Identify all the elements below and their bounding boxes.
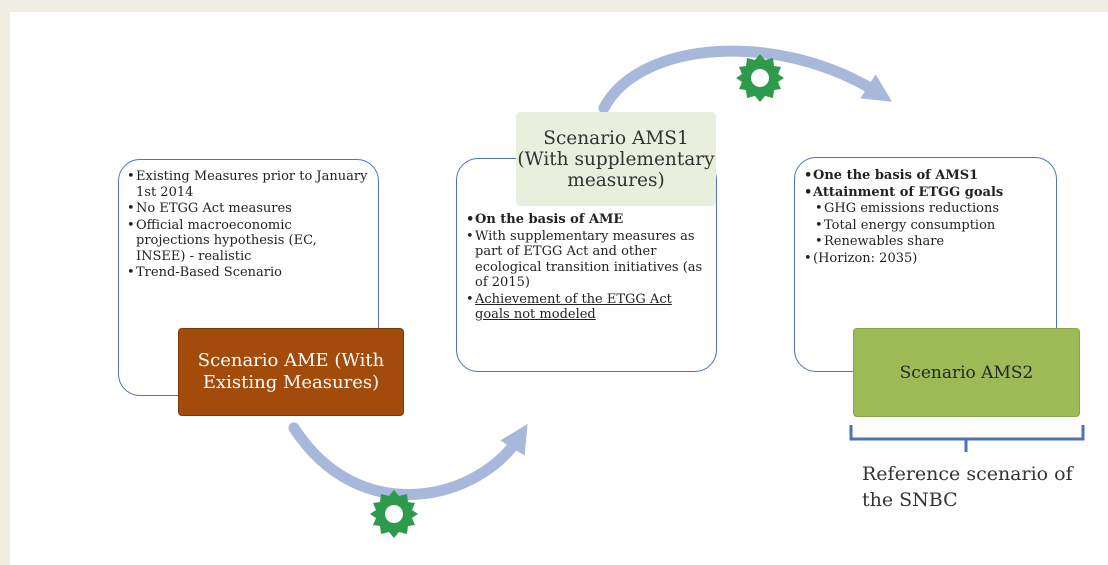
bullet-item: Existing Measures prior to January 1st 2… (127, 169, 368, 200)
bullet-sub-item: Total energy consumption (804, 218, 1046, 234)
scenario-ame-bullets: Existing Measures prior to January 1st 2… (127, 169, 368, 281)
bullet-item: Achievement of the ETGG Act goals not mo… (466, 292, 706, 323)
bullet-sub-item: Renewables share (804, 234, 1046, 250)
bullet-item: With supplementary measures as part of E… (466, 229, 706, 291)
lower-curved-arrow-icon (288, 422, 528, 500)
bullet-item: One the basis of AMS1 (804, 168, 1046, 184)
scenario-ame-label: Scenario AME (With Existing Measures) (178, 328, 404, 416)
bullet-item: On the basis of AME (466, 212, 706, 228)
scenario-ams1-bullets: On the basis of AME With supplementary m… (466, 212, 706, 323)
upper-gear-icon (736, 54, 784, 102)
bullet-sub-item: GHG emissions reductions (804, 201, 1046, 217)
bullet-item: No ETGG Act measures (127, 201, 368, 217)
upper-curved-arrow-icon (598, 45, 893, 114)
lower-gear-icon (370, 490, 418, 538)
scenario-ams1-label: Scenario AMS1 (With supplementary measur… (516, 112, 716, 206)
reference-scenario-caption: Reference scenario of the SNBC (862, 463, 1073, 511)
bullet-item: Trend-Based Scenario (127, 265, 368, 281)
bullet-item: Official macroeconomic projections hypot… (127, 218, 368, 265)
bracket-icon (849, 425, 1085, 452)
scenario-ams2-label: Scenario AMS2 (853, 328, 1080, 417)
bullet-item: (Horizon: 2035) (804, 251, 1046, 267)
scenario-ams2-bullets: One the basis of AMS1 Attainment of ETGG… (804, 168, 1046, 266)
bullet-item: Attainment of ETGG goals (804, 185, 1046, 201)
